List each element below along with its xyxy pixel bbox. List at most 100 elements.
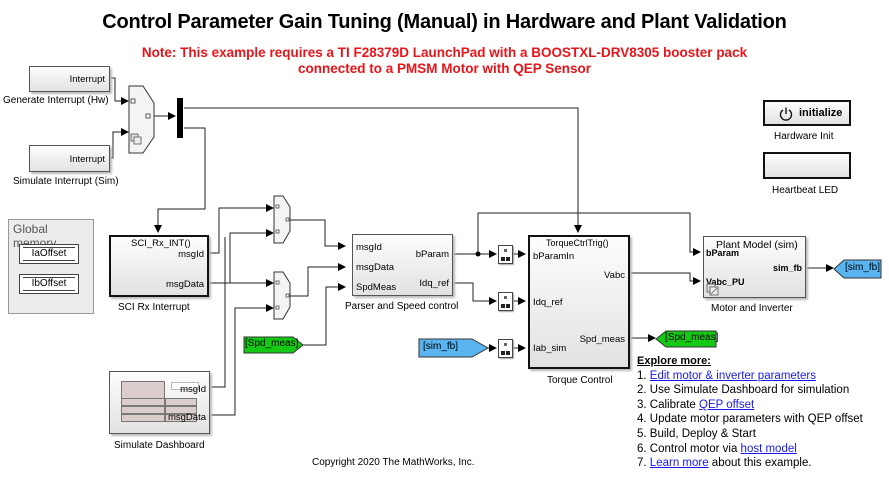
heartbeat-led-indicator[interactable] bbox=[763, 152, 851, 179]
explore-item-4: 4. Update motor parameters with QEP offs… bbox=[637, 412, 863, 427]
branch-point bbox=[475, 251, 481, 257]
dashboard-panel bbox=[121, 381, 165, 399]
wire-spdmeas-parser bbox=[302, 283, 346, 346]
msgdata-in-label: msgData bbox=[356, 262, 395, 273]
torque-control-block[interactable]: TorqueCtrlTrig() bParamIn Idq_ref Iab_si… bbox=[528, 235, 630, 369]
wire-bparam-plant bbox=[477, 212, 701, 256]
spdmeas-out-label: Spd_meas bbox=[579, 334, 625, 345]
note-line-2: connected to a PMSM Motor with QEP Senso… bbox=[297, 61, 592, 76]
plant-title-label: Plant Model (sim) bbox=[716, 239, 798, 251]
simulate-dashboard-block[interactable]: msgId msgData bbox=[109, 371, 210, 434]
diagram-title: Control Parameter Gain Tuning (Manual) i… bbox=[102, 11, 787, 33]
wire-sci-msgid bbox=[208, 204, 274, 254]
trigger-port-label: SCI_Rx_INT() bbox=[131, 238, 191, 249]
explore-item-text: 2. Use Simulate Dashboard for simulation bbox=[637, 384, 850, 397]
idqref-in-label: Idq_ref bbox=[533, 297, 563, 308]
parser-speed-control-block[interactable]: msgId msgData SpdMeas bParam Idq_ref bbox=[352, 234, 453, 296]
explore-item-text: 7. bbox=[637, 457, 650, 470]
hardware-init-button[interactable]: initialize bbox=[763, 100, 851, 126]
global-memory-panel: Global memory IaOffset IbOffset bbox=[8, 219, 94, 314]
from-spd-meas-label: [Spd_meas] bbox=[245, 338, 299, 349]
interrupt-variant-merge-block[interactable] bbox=[128, 85, 156, 155]
explore-item-6: 6. Control motor via host model bbox=[637, 442, 863, 457]
wire-demux-torque-trigger bbox=[184, 107, 582, 233]
torque-control-caption: Torque Control bbox=[547, 375, 613, 386]
variant-icon bbox=[706, 283, 719, 296]
explore-item-suffix: about this example. bbox=[708, 457, 812, 470]
wire-demux-sci-trigger bbox=[154, 127, 206, 233]
msgid-out-label: msgId bbox=[180, 384, 206, 395]
rate-transition-idqref[interactable] bbox=[498, 292, 513, 311]
rate-transition-bparam[interactable] bbox=[498, 245, 513, 264]
iabsim-in-label: Iab_sim bbox=[533, 343, 567, 354]
sci-rx-interrupt-block[interactable]: SCI_Rx_INT() msgId msgData bbox=[109, 235, 209, 297]
msgdata-port-label: msgData bbox=[165, 279, 204, 290]
vabc-out-label: Vabc bbox=[604, 270, 625, 281]
explore-item-3: 3. Calibrate QEP offset bbox=[637, 398, 863, 413]
idqref-out-label: Idq_ref bbox=[419, 278, 449, 289]
wire-vabc-plant bbox=[630, 272, 701, 285]
wire-sci-msgdata bbox=[208, 232, 273, 284]
data-store-iaoffset[interactable]: IaOffset bbox=[19, 244, 79, 264]
interrupt-port-label: Interrupt bbox=[69, 74, 105, 85]
explore-item-7: 7. Learn more about this example. bbox=[637, 456, 863, 471]
goto-spd-meas-label: [Spd_meas] bbox=[665, 332, 719, 343]
edit-motor-parameters-link[interactable]: Edit motor & inverter parameters bbox=[649, 369, 816, 382]
wire-gen-interrupt bbox=[110, 77, 129, 105]
hardware-init-caption: Hardware Init bbox=[774, 131, 834, 142]
learn-more-link[interactable]: Learn more bbox=[649, 457, 709, 470]
wire-dash-msgdata bbox=[210, 304, 274, 416]
wire-merge2-parser bbox=[290, 263, 346, 297]
rate-transition-simfb[interactable] bbox=[498, 339, 513, 358]
msgid-merge-block[interactable] bbox=[273, 195, 293, 245]
explore-item-2: 2. Use Simulate Dashboard for simulation bbox=[637, 383, 863, 398]
plant-caption: Motor and Inverter bbox=[711, 303, 793, 314]
simulate-interrupt-caption: Simulate Interrupt (Sim) bbox=[13, 176, 119, 187]
bparamin-in-label: bParamIn bbox=[533, 251, 575, 262]
simulate-dashboard-caption: Simulate Dashboard bbox=[114, 440, 205, 451]
copyright-text: Copyright 2020 The MathWorks, Inc. bbox=[312, 457, 475, 468]
spdmeas-in-label: SpdMeas bbox=[356, 282, 397, 293]
data-store-iboffset[interactable]: IbOffset bbox=[19, 274, 79, 294]
simulate-interrupt-block[interactable]: Interrupt bbox=[29, 145, 110, 172]
hardware-note: Note: This example requires a TI F28379D… bbox=[0, 45, 889, 77]
generate-interrupt-block[interactable]: Interrupt bbox=[29, 66, 110, 92]
bparam-out-label: bParam bbox=[415, 249, 449, 260]
from-sim-fb-tag[interactable] bbox=[418, 338, 490, 358]
explore-heading: Explore more: bbox=[637, 355, 711, 367]
explore-item-text: 1. bbox=[637, 369, 650, 382]
msgdata-out-label: msgData bbox=[167, 412, 206, 423]
generate-interrupt-caption: Generate Interrupt (Hw) bbox=[3, 95, 109, 106]
note-line-1: Note: This example requires a TI F28379D… bbox=[141, 45, 748, 60]
initialize-label: initialize bbox=[799, 107, 843, 119]
host-model-link[interactable]: host model bbox=[740, 442, 797, 455]
explore-more-panel: Explore more: 1. Edit motor & inverter p… bbox=[637, 354, 863, 471]
wire-sim-interrupt bbox=[110, 128, 129, 159]
interrupt-port-label: Interrupt bbox=[69, 154, 105, 165]
simfb-out-label: sim_fb bbox=[772, 263, 802, 273]
wire-dash-msgid bbox=[210, 237, 226, 388]
sci-rx-caption: SCI Rx Interrupt bbox=[118, 302, 190, 313]
parser-caption: Parser and Speed control bbox=[345, 301, 459, 312]
heartbeat-led-caption: Heartbeat LED bbox=[772, 185, 839, 196]
wire-merge1-parser bbox=[290, 219, 346, 250]
explore-item-text: 5. Build, Deploy & Start bbox=[637, 427, 756, 440]
goto-spd-meas-tag[interactable] bbox=[655, 330, 717, 348]
from-sim-fb-label: [sim_fb] bbox=[423, 341, 459, 352]
qep-offset-link[interactable]: QEP offset bbox=[699, 398, 755, 411]
goto-sim-fb-label: [sim_fb] bbox=[845, 262, 881, 273]
msgdata-merge-block[interactable] bbox=[273, 271, 293, 321]
trigger-port-label: TorqueCtrlTrig() bbox=[546, 238, 609, 248]
wire-idqref bbox=[453, 282, 497, 305]
explore-item-5: 5. Build, Deploy & Start bbox=[637, 427, 863, 442]
vabcpu-in-label: Vabc_PU bbox=[706, 277, 745, 287]
demux-block[interactable] bbox=[177, 98, 183, 138]
explore-item-1: 1. Edit motor & inverter parameters bbox=[637, 369, 863, 384]
goto-sim-fb-tag[interactable] bbox=[833, 259, 883, 279]
from-spd-meas-tag[interactable] bbox=[243, 336, 305, 354]
power-icon bbox=[779, 107, 793, 121]
explore-item-text: 3. Calibrate bbox=[637, 398, 700, 411]
explore-item-text: 4. Update motor parameters with QEP offs… bbox=[637, 413, 863, 426]
plant-model-block[interactable]: Plant Model (sim) bParam Vabc_PU sim_fb bbox=[703, 236, 806, 298]
